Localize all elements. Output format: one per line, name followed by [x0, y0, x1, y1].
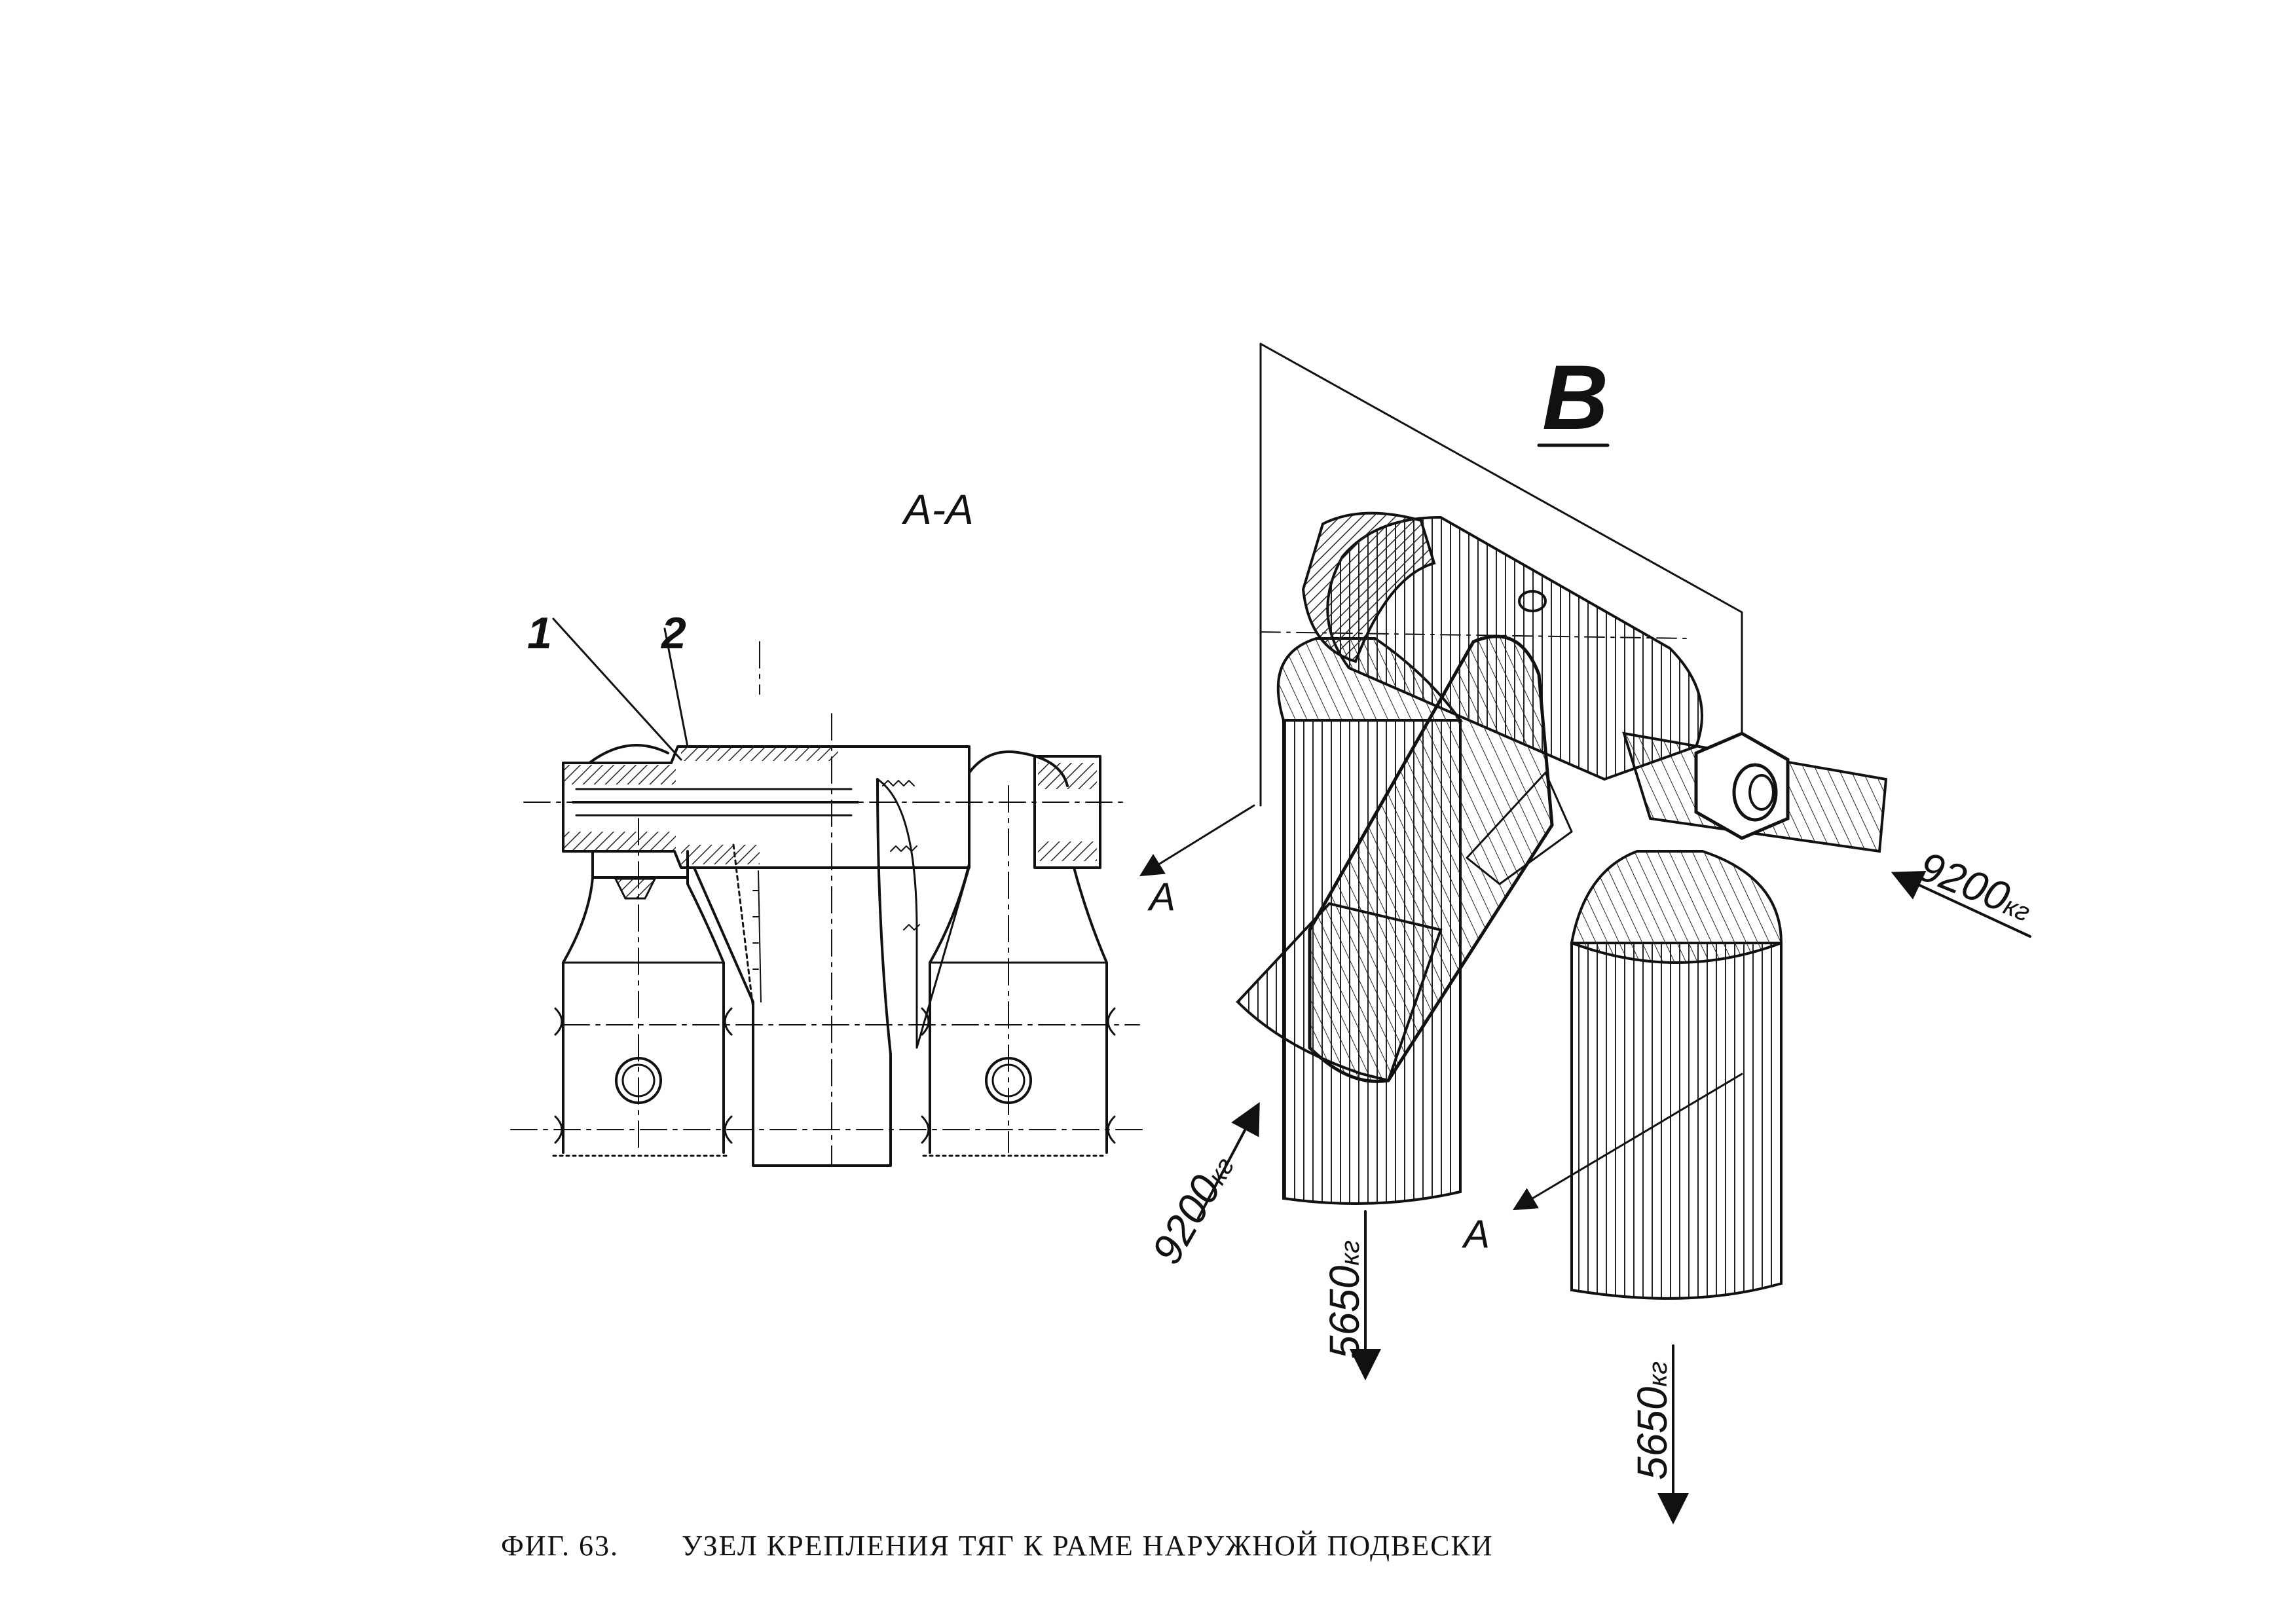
section-view-a-a: А-А 1 2: [510, 486, 1147, 1167]
figure-title: УЗЕЛ КРЕПЛЕНИЯ ТЯГ К РАМЕ НАРУЖНОЙ ПОДВЕ…: [682, 1530, 1494, 1562]
figure-number: ФИГ. 63.: [501, 1530, 619, 1562]
callout-2: 2: [660, 608, 686, 658]
section-title: А-А: [901, 486, 974, 533]
load-5650-right: 5650кг: [1629, 1361, 1676, 1480]
section-mark-a-left: А: [1147, 875, 1175, 919]
load-9200-right: 9200кг: [1912, 842, 2040, 931]
load-5650-left: 5650кг: [1321, 1240, 1368, 1359]
view-title: В: [1542, 346, 1608, 449]
load-9200-left: 9200кг: [1143, 1145, 1243, 1272]
section-mark-a-right: А: [1462, 1212, 1490, 1256]
figure-caption: ФИГ. 63. УЗЕЛ КРЕПЛЕНИЯ ТЯГ К РАМЕ НАРУЖ…: [501, 1529, 1494, 1562]
callout-1: 1: [527, 608, 552, 658]
perspective-view-b: А А В: [1139, 342, 2040, 1524]
